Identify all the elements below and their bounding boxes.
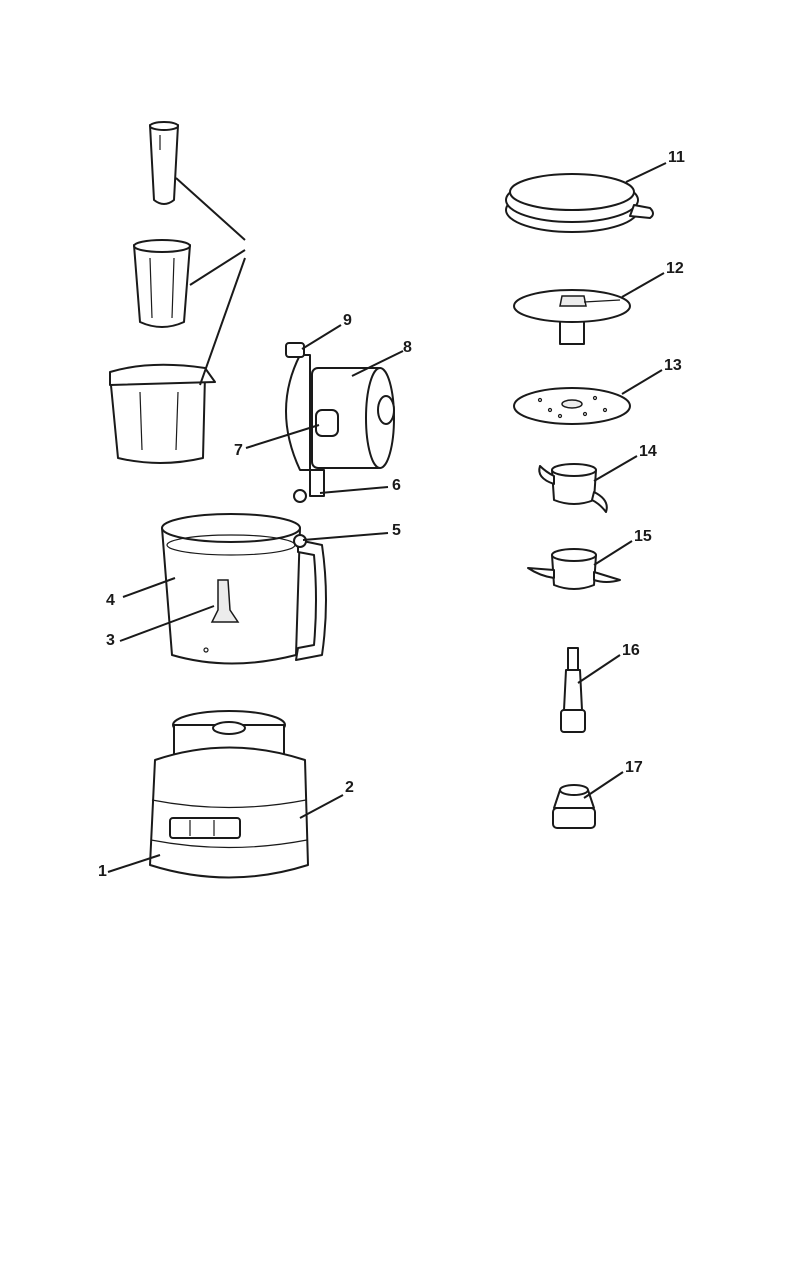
work-bowl-drawing <box>162 514 326 664</box>
disc-stem-drawing <box>561 648 585 732</box>
label-part-8: 8 <box>403 339 412 356</box>
large-pusher <box>110 365 215 463</box>
label-part-12: 12 <box>666 260 684 277</box>
multipurpose-blade-drawing <box>528 549 620 589</box>
label-part-3: 3 <box>106 632 115 649</box>
small-pusher <box>150 122 178 204</box>
label-part-15: 15 <box>634 528 652 545</box>
label-part-17: 17 <box>625 759 643 776</box>
label-part-5: 5 <box>392 522 401 539</box>
label-part-11: 11 <box>668 149 685 166</box>
label-part-7: 7 <box>234 442 243 459</box>
label-part-13: 13 <box>664 357 682 374</box>
base-drawing <box>150 711 308 878</box>
slicing-disc-drawing <box>514 290 630 344</box>
label-part-4: 4 <box>106 592 115 609</box>
label-part-9: 9 <box>343 312 352 329</box>
medium-pusher <box>134 240 190 327</box>
label-part-6: 6 <box>392 477 401 494</box>
label-part-1: 1 <box>98 863 107 880</box>
shredding-disc-drawing <box>514 388 630 424</box>
label-part-2: 2 <box>345 779 354 796</box>
adapter-cap-drawing <box>553 785 595 828</box>
dough-blade-drawing <box>539 464 607 512</box>
feed-tube-lid-drawing <box>286 343 394 502</box>
storage-case-drawing <box>506 174 653 232</box>
label-part-14: 14 <box>639 443 657 460</box>
label-part-16: 16 <box>622 642 640 659</box>
